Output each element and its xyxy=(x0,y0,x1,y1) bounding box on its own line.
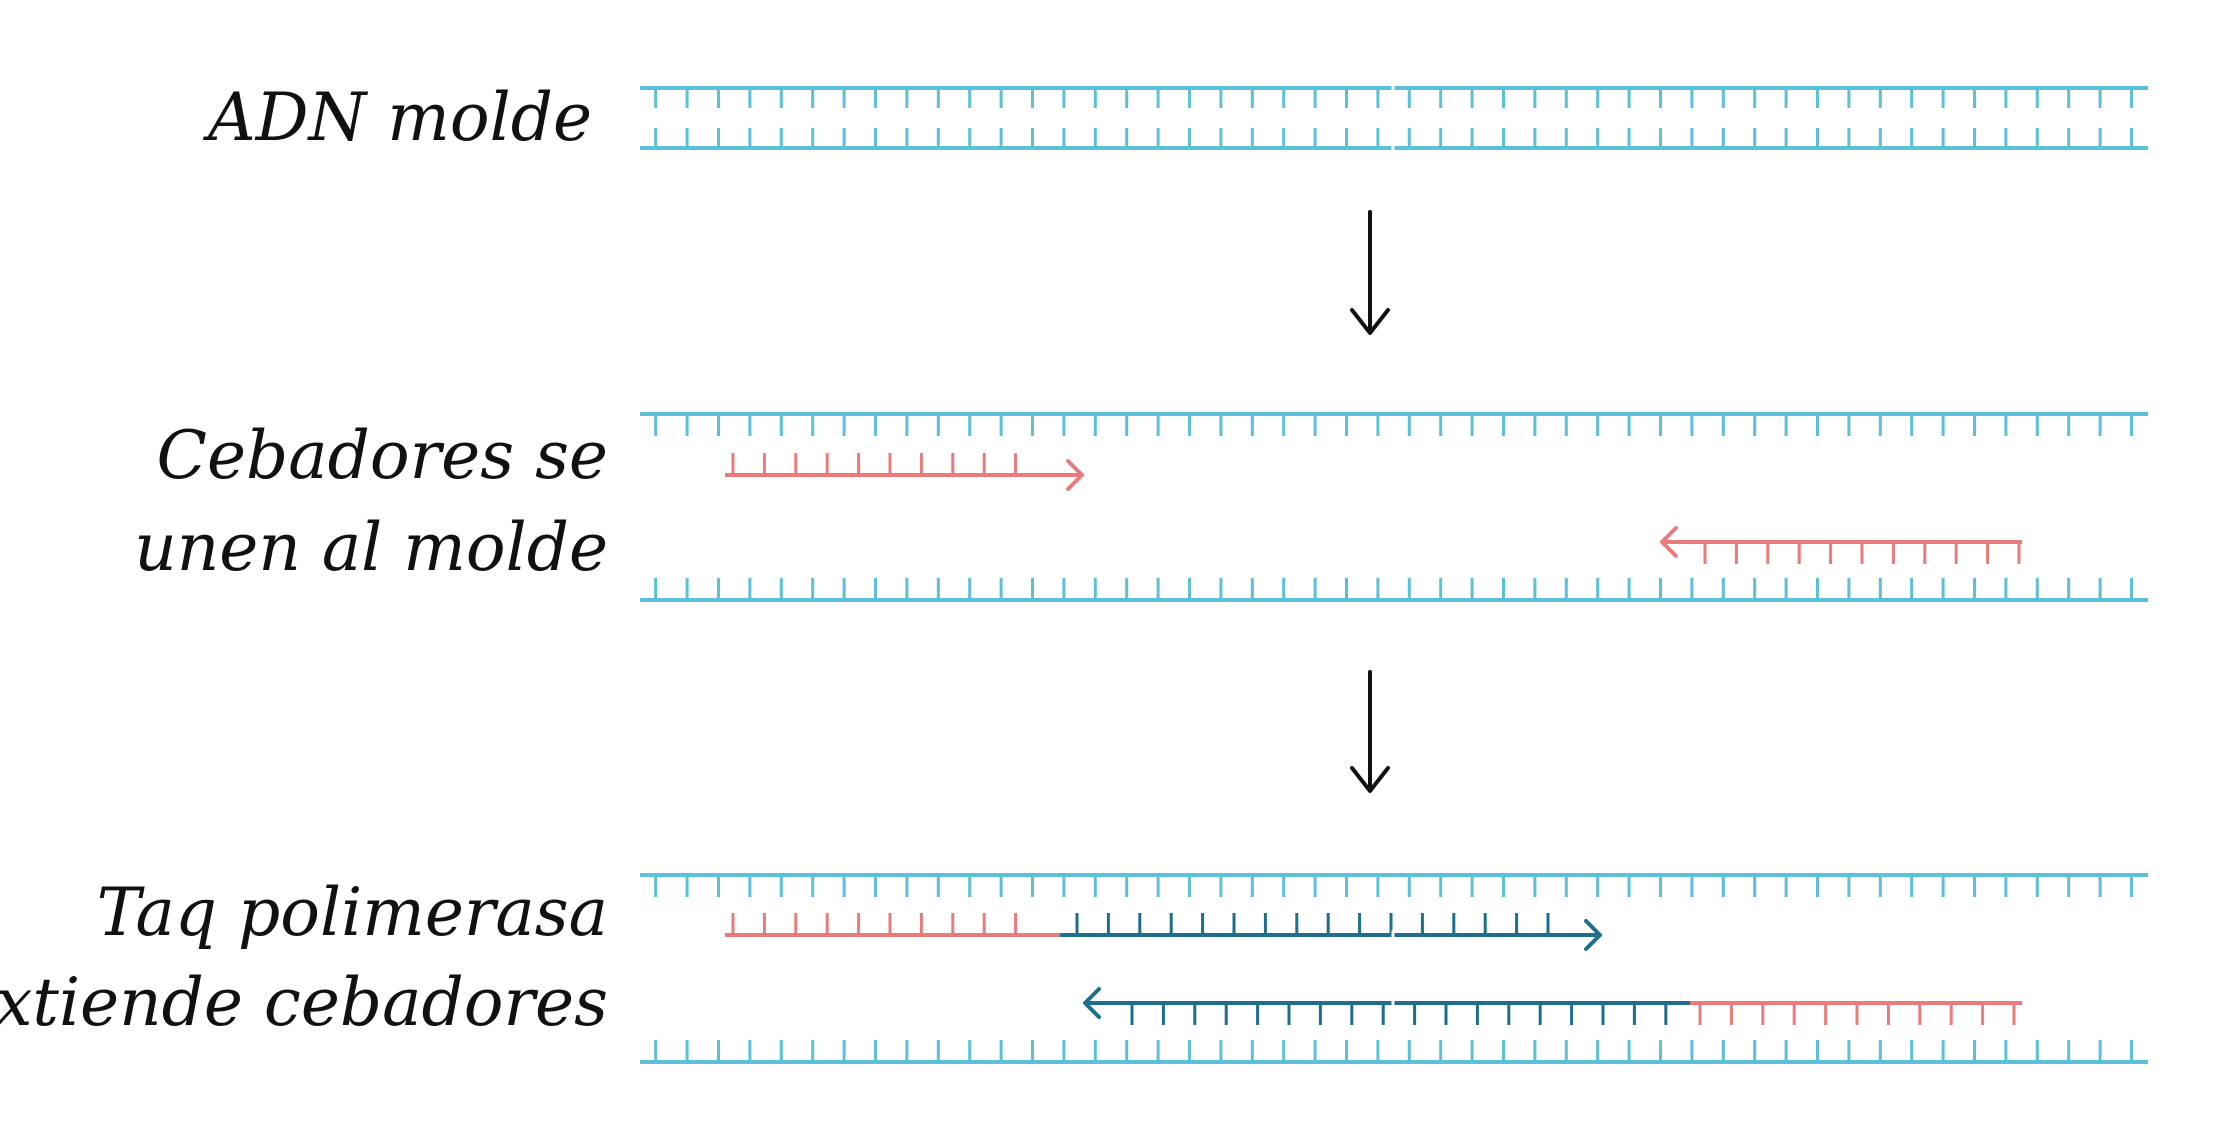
reverse-extension xyxy=(1085,1001,1690,1025)
reverse-primer xyxy=(1690,1001,2022,1025)
forward-primer xyxy=(725,453,1082,477)
arrow-down-icon xyxy=(1350,670,1390,793)
label-template: ADN molde xyxy=(202,79,592,156)
top-template-strand xyxy=(640,873,2148,897)
label-annealing-line-1: Cebadores se xyxy=(156,417,608,494)
arrowhead-icon xyxy=(1066,459,1084,491)
bottom-template-strand xyxy=(640,1040,2148,1064)
template-dna xyxy=(640,84,2148,152)
top-template-strand xyxy=(640,412,2148,436)
arrow-down-icon xyxy=(1350,210,1390,335)
forward-extension xyxy=(1060,913,1600,937)
arrowhead-icon xyxy=(1584,919,1602,951)
bottom-template-strand xyxy=(640,578,2148,602)
reverse-primer xyxy=(1662,540,2022,564)
arrowhead-icon xyxy=(1083,987,1101,1019)
primer-extension xyxy=(640,873,2148,1064)
arrowhead-icon xyxy=(1660,526,1678,558)
forward-primer xyxy=(725,913,1060,937)
label-extension-line-1: Taq polimerasa xyxy=(97,874,608,951)
primer-annealing xyxy=(640,412,2148,602)
label-annealing-line-2: unen al molde xyxy=(134,509,608,586)
label-extension-line-2: extiende cebadores xyxy=(0,964,608,1041)
